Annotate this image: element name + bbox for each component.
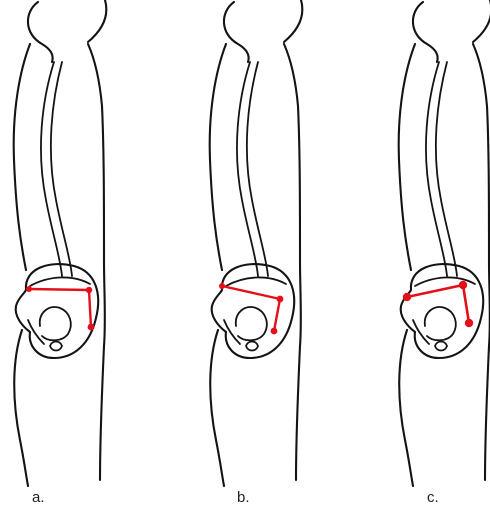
marker-dot-a2 — [86, 287, 92, 293]
panel-c: c. — [399, 0, 490, 506]
marker-dot-a1 — [26, 286, 32, 292]
marker-dot-c1 — [403, 293, 411, 301]
marker-dot-c3 — [465, 319, 473, 327]
pelvis-outline-a — [16, 264, 99, 358]
panel-b: b. — [210, 0, 303, 506]
panel-b-label: b. — [237, 489, 250, 506]
pelvis-outline-b — [212, 264, 295, 358]
marker-dot-c2 — [459, 281, 467, 289]
marker-dot-b1 — [219, 283, 225, 289]
panel-a-label: a. — [32, 489, 45, 506]
body-outline-c — [399, 0, 490, 486]
panel-a: a. — [14, 0, 107, 506]
marker-dot-b2 — [277, 296, 284, 303]
marker-dot-a3 — [88, 324, 95, 331]
pelvic-angle-marker-b — [219, 283, 283, 334]
body-outline-b — [210, 0, 303, 486]
pelvis-outline-c — [401, 264, 484, 358]
marker-dot-b3 — [271, 328, 278, 335]
panel-c-label: c. — [427, 489, 439, 506]
body-outline-a — [14, 0, 107, 486]
